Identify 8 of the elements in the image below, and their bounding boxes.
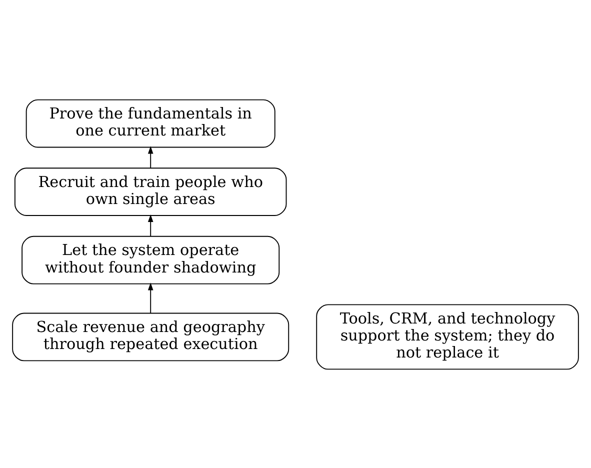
- node-box: Let the system operate without founder shadowing: [22, 235, 280, 284]
- node-box: Recruit and train people who own single areas: [14, 167, 287, 216]
- arrow: [148, 146, 154, 168]
- arrow: [148, 214, 154, 236]
- node-box: Prove the fundamentals in one current market: [26, 98, 276, 148]
- arrow: [148, 282, 154, 314]
- node-box: Tools, CRM, and technology support the system; they do not replace it: [316, 304, 579, 370]
- node-box: Scale revenue and geography through repeated execution: [12, 312, 290, 361]
